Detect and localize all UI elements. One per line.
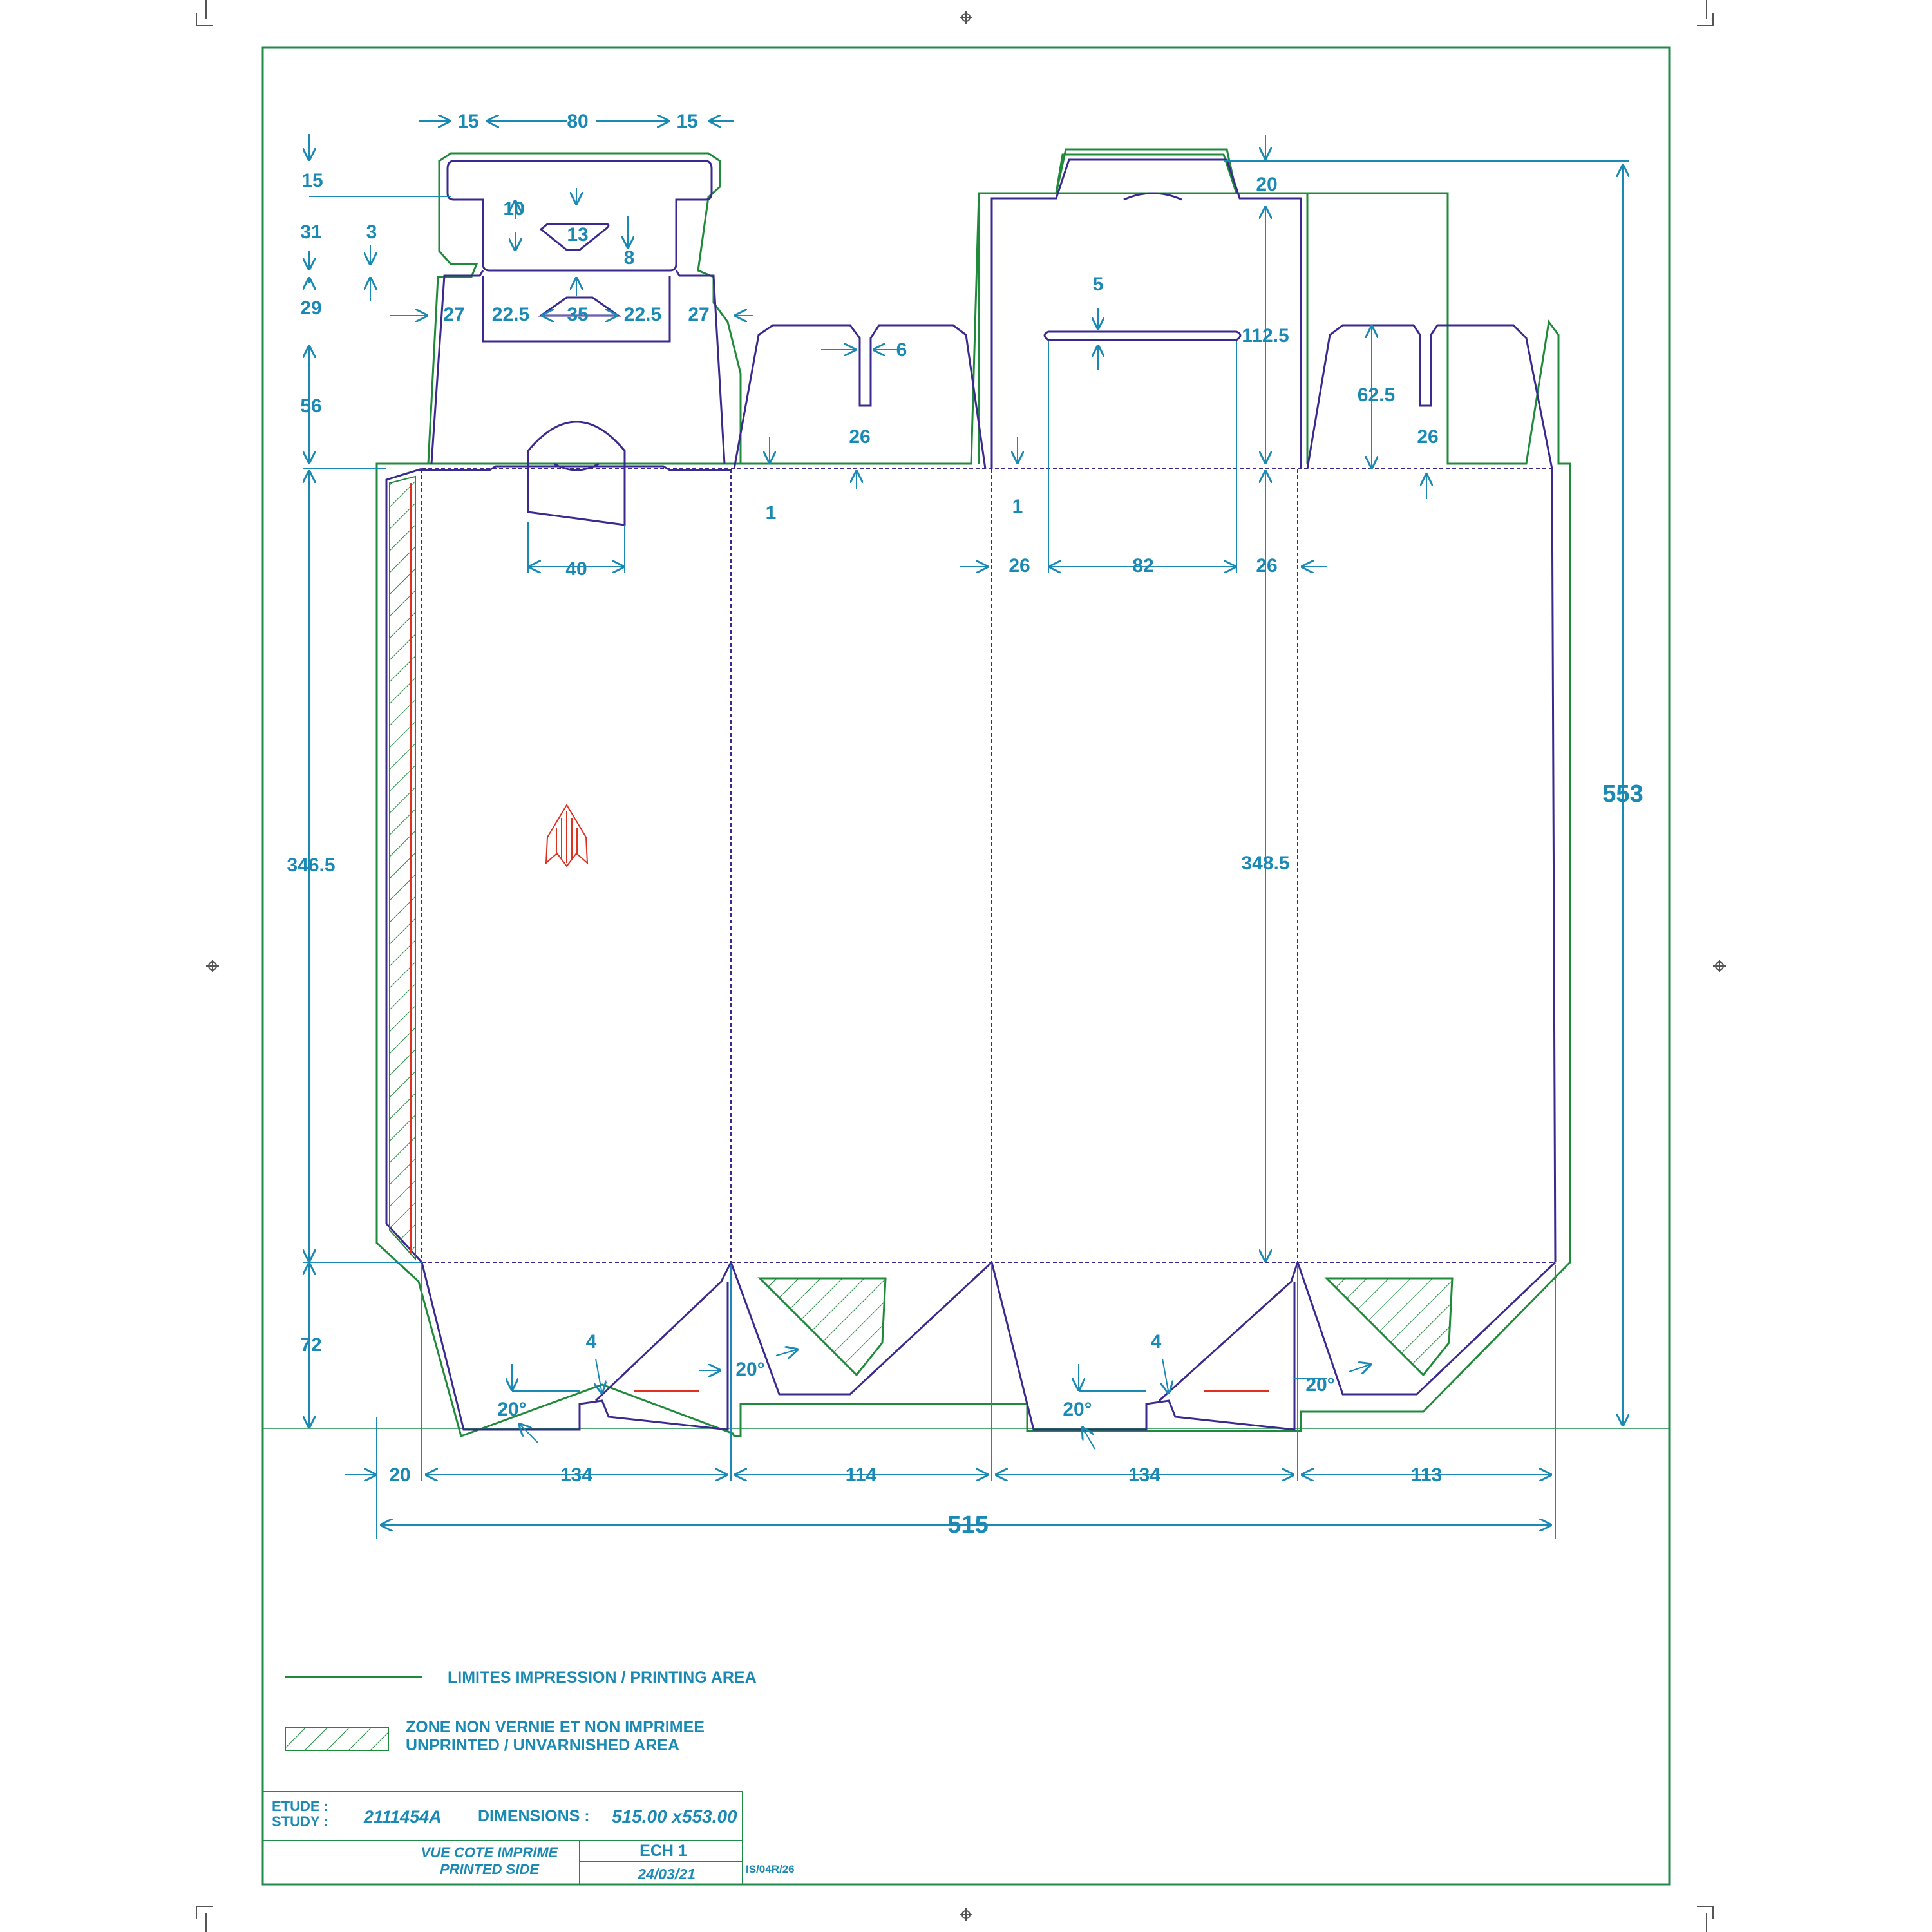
dim-left-29: 29	[300, 298, 321, 319]
dim-hang-8: 8	[624, 247, 635, 269]
crop-marks	[196, 0, 1726, 1932]
dim-tab-26-b: 26	[1417, 426, 1438, 448]
dim-h62-5: 62.5	[1358, 384, 1395, 406]
dim-slot-5: 5	[1093, 274, 1104, 295]
dim-top-tab-left: 15	[457, 111, 478, 132]
study-label-2: STUDY :	[272, 1814, 328, 1830]
unprinted-areas	[389, 475, 1454, 1377]
dim-left-346-5: 346.5	[287, 855, 335, 876]
dim-handle-40: 40	[565, 558, 587, 580]
dim-left-3: 3	[366, 222, 377, 243]
view-line1: VUE COTE IMPRIME	[421, 1844, 559, 1861]
dimensions-label: DIMENSIONS :	[478, 1807, 590, 1825]
dim-w26-a: 26	[1009, 555, 1030, 576]
grain-arrow-mark	[545, 804, 589, 867]
printing-area-outline	[375, 152, 1571, 1437]
date: 24/03/21	[637, 1866, 696, 1882]
dim-left-56: 56	[300, 395, 321, 417]
dim-w27-left: 27	[443, 304, 464, 325]
dim-tab-6: 6	[896, 339, 907, 361]
dim-bottom-134-b: 134	[1128, 1464, 1160, 1486]
drawing-ref: IS/04R/26	[746, 1863, 795, 1875]
dim-one-b: 1	[1012, 496, 1023, 517]
dim-hang-13: 13	[567, 224, 588, 245]
dim-angle-2: 20°	[735, 1359, 764, 1380]
dim-left-72: 72	[300, 1334, 321, 1356]
dimension-lines	[303, 121, 1629, 1539]
dim-w22-5-right: 22.5	[624, 304, 661, 325]
dimension-labels: 15 80 15 15 31 3 29 10 13 8 27 22.5 35 2…	[287, 111, 1643, 1539]
dim-w22-5-left: 22.5	[492, 304, 529, 325]
dim-h112-5: 112.5	[1242, 325, 1289, 346]
view-line2: PRINTED SIDE	[440, 1861, 540, 1877]
dim-bottom-114: 114	[846, 1464, 877, 1486]
dim-bottom-134-a: 134	[560, 1464, 592, 1486]
dim-angle-1: 20°	[497, 1399, 526, 1420]
legend-unprinted-line1: ZONE NON VERNIE ET NON IMPRIMEE	[406, 1718, 705, 1736]
legend-unprinted-line2: UNPRINTED / UNVARNISHED AREA	[406, 1736, 679, 1754]
dim-one-a: 1	[766, 502, 777, 524]
dim-v20: 20	[1256, 174, 1277, 195]
dim-left-15: 15	[301, 170, 323, 191]
dimensions-value: 515.00 x553.00	[612, 1806, 737, 1826]
dim-w35: 35	[567, 304, 588, 325]
dim-w27-right: 27	[688, 304, 709, 325]
dim-angle-3: 20°	[1063, 1399, 1092, 1420]
study-label-1: ETUDE :	[272, 1798, 328, 1814]
dim-bottom-20: 20	[389, 1464, 410, 1486]
study-value: 2111454A	[363, 1807, 442, 1826]
legend: LIMITES IMPRESSION / PRINTING AREA ZONE …	[285, 1669, 757, 1754]
dim-total-515: 515	[947, 1511, 988, 1539]
dim-top-tab-right: 15	[676, 111, 697, 132]
dim-h348-5: 348.5	[1241, 853, 1289, 874]
dim-angle-4: 20°	[1305, 1374, 1334, 1396]
dim-bottom-4-a: 4	[586, 1331, 597, 1352]
dim-left-31: 31	[300, 222, 321, 243]
dim-tab-26-a: 26	[849, 426, 870, 448]
dim-top-tab-center: 80	[567, 111, 588, 132]
cut-lines	[385, 158, 1557, 1431]
scale: ECH 1	[639, 1842, 687, 1860]
dim-hang-10: 10	[503, 198, 524, 220]
dim-w26-b: 26	[1256, 555, 1277, 576]
dim-bottom-113: 113	[1411, 1464, 1442, 1486]
dim-bottom-4-b: 4	[1151, 1331, 1162, 1352]
dim-w82: 82	[1132, 555, 1153, 576]
unprinted-sample-swatch	[285, 1727, 389, 1751]
legend-printing-area: LIMITES IMPRESSION / PRINTING AREA	[448, 1669, 757, 1687]
page-frame	[261, 46, 1671, 1886]
title-block: ETUDE : STUDY : 2111454A DIMENSIONS : 51…	[263, 1791, 795, 1884]
dim-total-553: 553	[1602, 781, 1643, 808]
